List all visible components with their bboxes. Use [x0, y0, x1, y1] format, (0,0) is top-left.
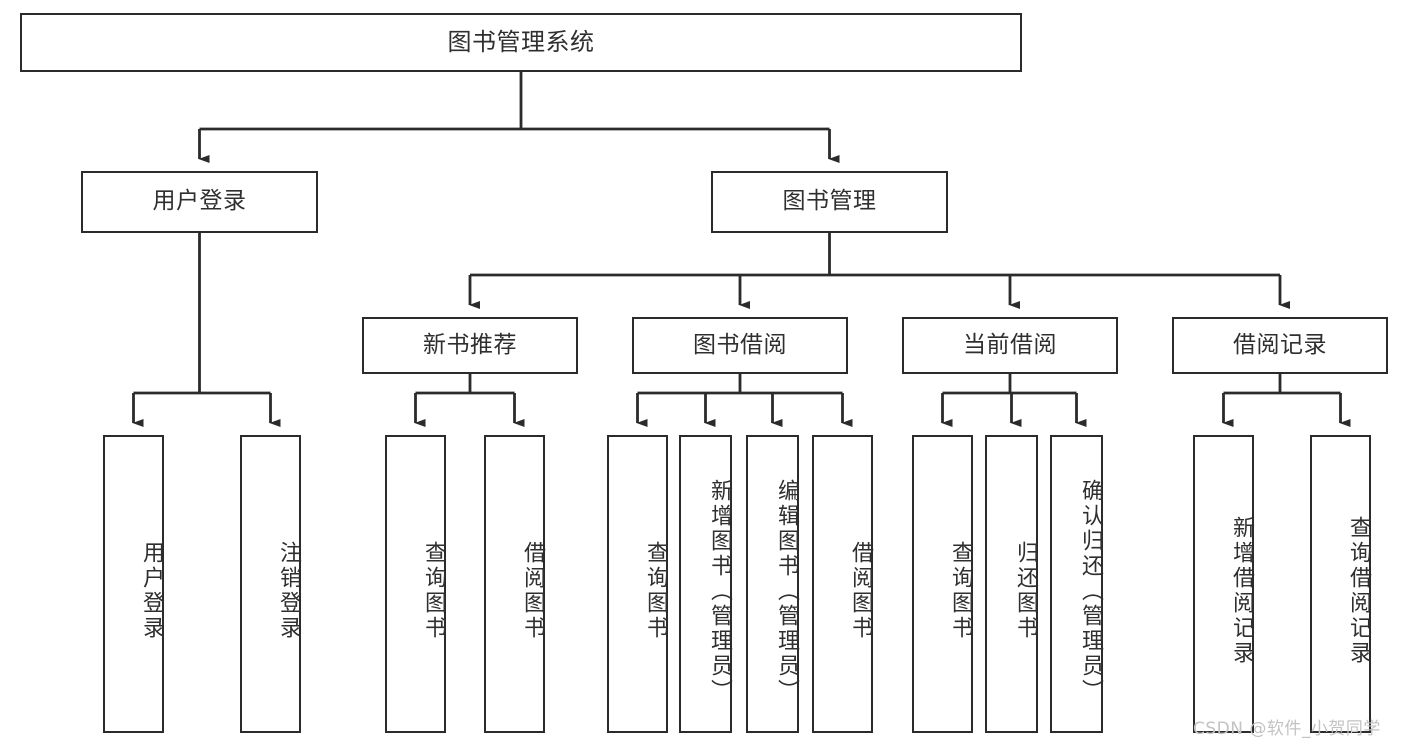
node-user-login[interactable]: 用户登录	[81, 171, 318, 233]
node-book-manage[interactable]: 图书管理	[711, 171, 948, 233]
node-root[interactable]: 图书管理系统	[20, 13, 1022, 72]
node-leaf-query-book-2[interactable]: 查询图书	[607, 435, 668, 733]
node-leaf-user-login[interactable]: 用户登录	[103, 435, 164, 733]
node-leaf-borrow-book-1[interactable]: 借阅图书	[484, 435, 545, 733]
node-leaf-query-book-1[interactable]: 查询图书	[385, 435, 446, 733]
csdn-watermark: CSDN @软件_小贺同学	[1193, 719, 1381, 739]
node-borrow-record[interactable]: 借阅记录	[1172, 317, 1388, 374]
node-book-borrow[interactable]: 图书借阅	[632, 317, 848, 374]
node-leaf-add-book[interactable]: 新增图书（管理员）	[679, 435, 732, 733]
node-leaf-borrow-book-2[interactable]: 借阅图书	[812, 435, 873, 733]
node-leaf-add-borrow-record[interactable]: 新增借阅记录	[1193, 435, 1254, 733]
node-leaf-edit-book[interactable]: 编辑图书（管理员）	[746, 435, 799, 733]
node-new-book-recommendation[interactable]: 新书推荐	[362, 317, 578, 374]
node-current-borrow[interactable]: 当前借阅	[902, 317, 1118, 374]
node-leaf-query-borrow-record[interactable]: 查询借阅记录	[1310, 435, 1371, 733]
node-leaf-return-book[interactable]: 归还图书	[985, 435, 1038, 733]
node-leaf-query-book-3[interactable]: 查询图书	[912, 435, 973, 733]
node-leaf-logout[interactable]: 注销登录	[240, 435, 301, 733]
node-leaf-confirm-return[interactable]: 确认归还（管理员）	[1050, 435, 1103, 733]
